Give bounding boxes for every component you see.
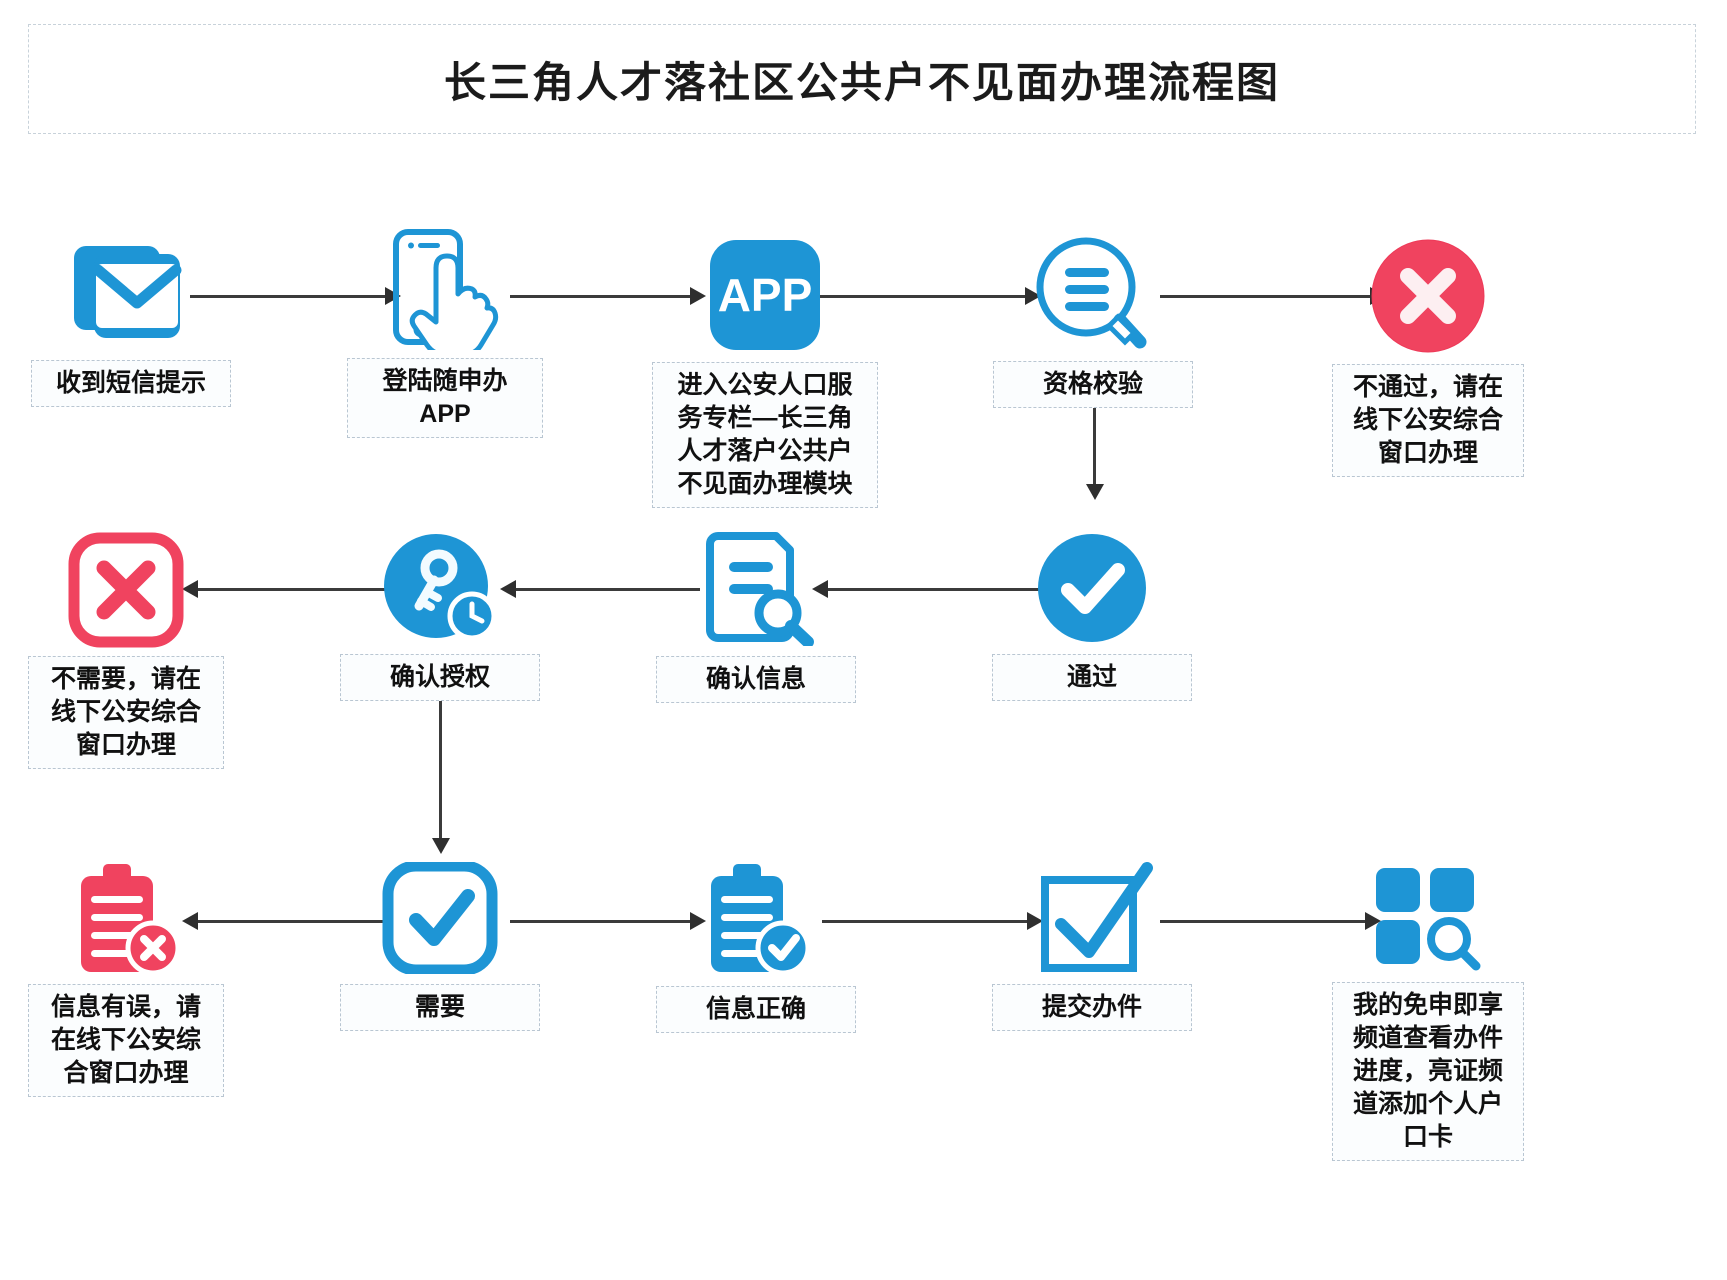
- phone-tap-hand-icon: [380, 228, 510, 350]
- page-title: 长三角人才落社区公共户不见面办理流程图: [443, 58, 1280, 106]
- rounded-square-cross-icon: [68, 532, 184, 648]
- node-info-error[interactable]: 信息有误，请 在线下公安综 合窗口办理: [26, 862, 226, 1097]
- node-not-needed[interactable]: 不需要，请在 线下公安综合 窗口办理: [26, 532, 226, 769]
- node-fail[interactable]: 不通过，请在 线下公安综合 窗口办理: [1330, 238, 1526, 477]
- node-pass-label: 通过: [992, 654, 1192, 701]
- document-magnifier-search-icon: [1032, 235, 1154, 353]
- node-not-needed-label: 不需要，请在 线下公安综合 窗口办理: [28, 656, 224, 769]
- node-confirm-info-label: 确认信息: [656, 656, 856, 703]
- app-square-icon: APP: [708, 238, 822, 352]
- node-info-error-label: 信息有误，请 在线下公安综 合窗口办理: [28, 984, 224, 1097]
- node-sms[interactable]: 收到短信提示: [26, 240, 236, 407]
- node-needed-label: 需要: [340, 984, 540, 1031]
- grid-search-icon: [1370, 862, 1486, 974]
- envelope-mail-icon: [72, 240, 190, 350]
- circle-check-filled-icon: [1036, 532, 1148, 644]
- clipboard-cross-icon: [67, 862, 185, 976]
- square-checkmark-icon: [1031, 862, 1153, 974]
- key-clock-icon: [382, 534, 498, 644]
- node-login-app[interactable]: 登陆随申办 APP: [340, 228, 550, 438]
- clipboard-check-icon: [697, 862, 815, 976]
- node-authorize-label: 确认授权: [340, 654, 540, 701]
- node-authorize[interactable]: 确认授权: [338, 534, 542, 701]
- node-login-app-label: 登陆随申办 APP: [347, 358, 543, 438]
- node-enter-app[interactable]: APP 进入公安人口服 务专栏—长三角 人才落户公共户 不见面办理模块: [650, 238, 880, 508]
- page-title-box: 长三角人才落社区公共户不见面办理流程图: [28, 24, 1696, 134]
- rounded-square-check-icon: [382, 862, 498, 974]
- circle-cross-icon: [1370, 238, 1486, 354]
- node-fail-label: 不通过，请在 线下公安综合 窗口办理: [1332, 364, 1524, 477]
- node-pass[interactable]: 通过: [990, 532, 1194, 701]
- node-qualify-label: 资格校验: [993, 361, 1193, 408]
- node-sms-label: 收到短信提示: [31, 360, 231, 407]
- svg-text:APP: APP: [718, 269, 813, 321]
- node-info-ok[interactable]: 信息正确: [654, 862, 858, 1033]
- node-submit[interactable]: 提交办件: [990, 862, 1194, 1031]
- node-submit-label: 提交办件: [992, 984, 1192, 1031]
- node-enter-app-label: 进入公安人口服 务专栏—长三角 人才落户公共户 不见面办理模块: [652, 362, 878, 508]
- node-qualify[interactable]: 资格校验: [990, 235, 1196, 408]
- node-my-channel-label: 我的免申即享 频道查看办件 进度，亮证频 道添加个人户 口卡: [1332, 982, 1524, 1161]
- node-info-ok-label: 信息正确: [656, 986, 856, 1033]
- node-confirm-info[interactable]: 确认信息: [654, 528, 858, 703]
- node-needed[interactable]: 需要: [338, 862, 542, 1031]
- paper-magnifier-icon: [696, 528, 816, 646]
- node-my-channel[interactable]: 我的免申即享 频道查看办件 进度，亮证频 道添加个人户 口卡: [1330, 862, 1526, 1161]
